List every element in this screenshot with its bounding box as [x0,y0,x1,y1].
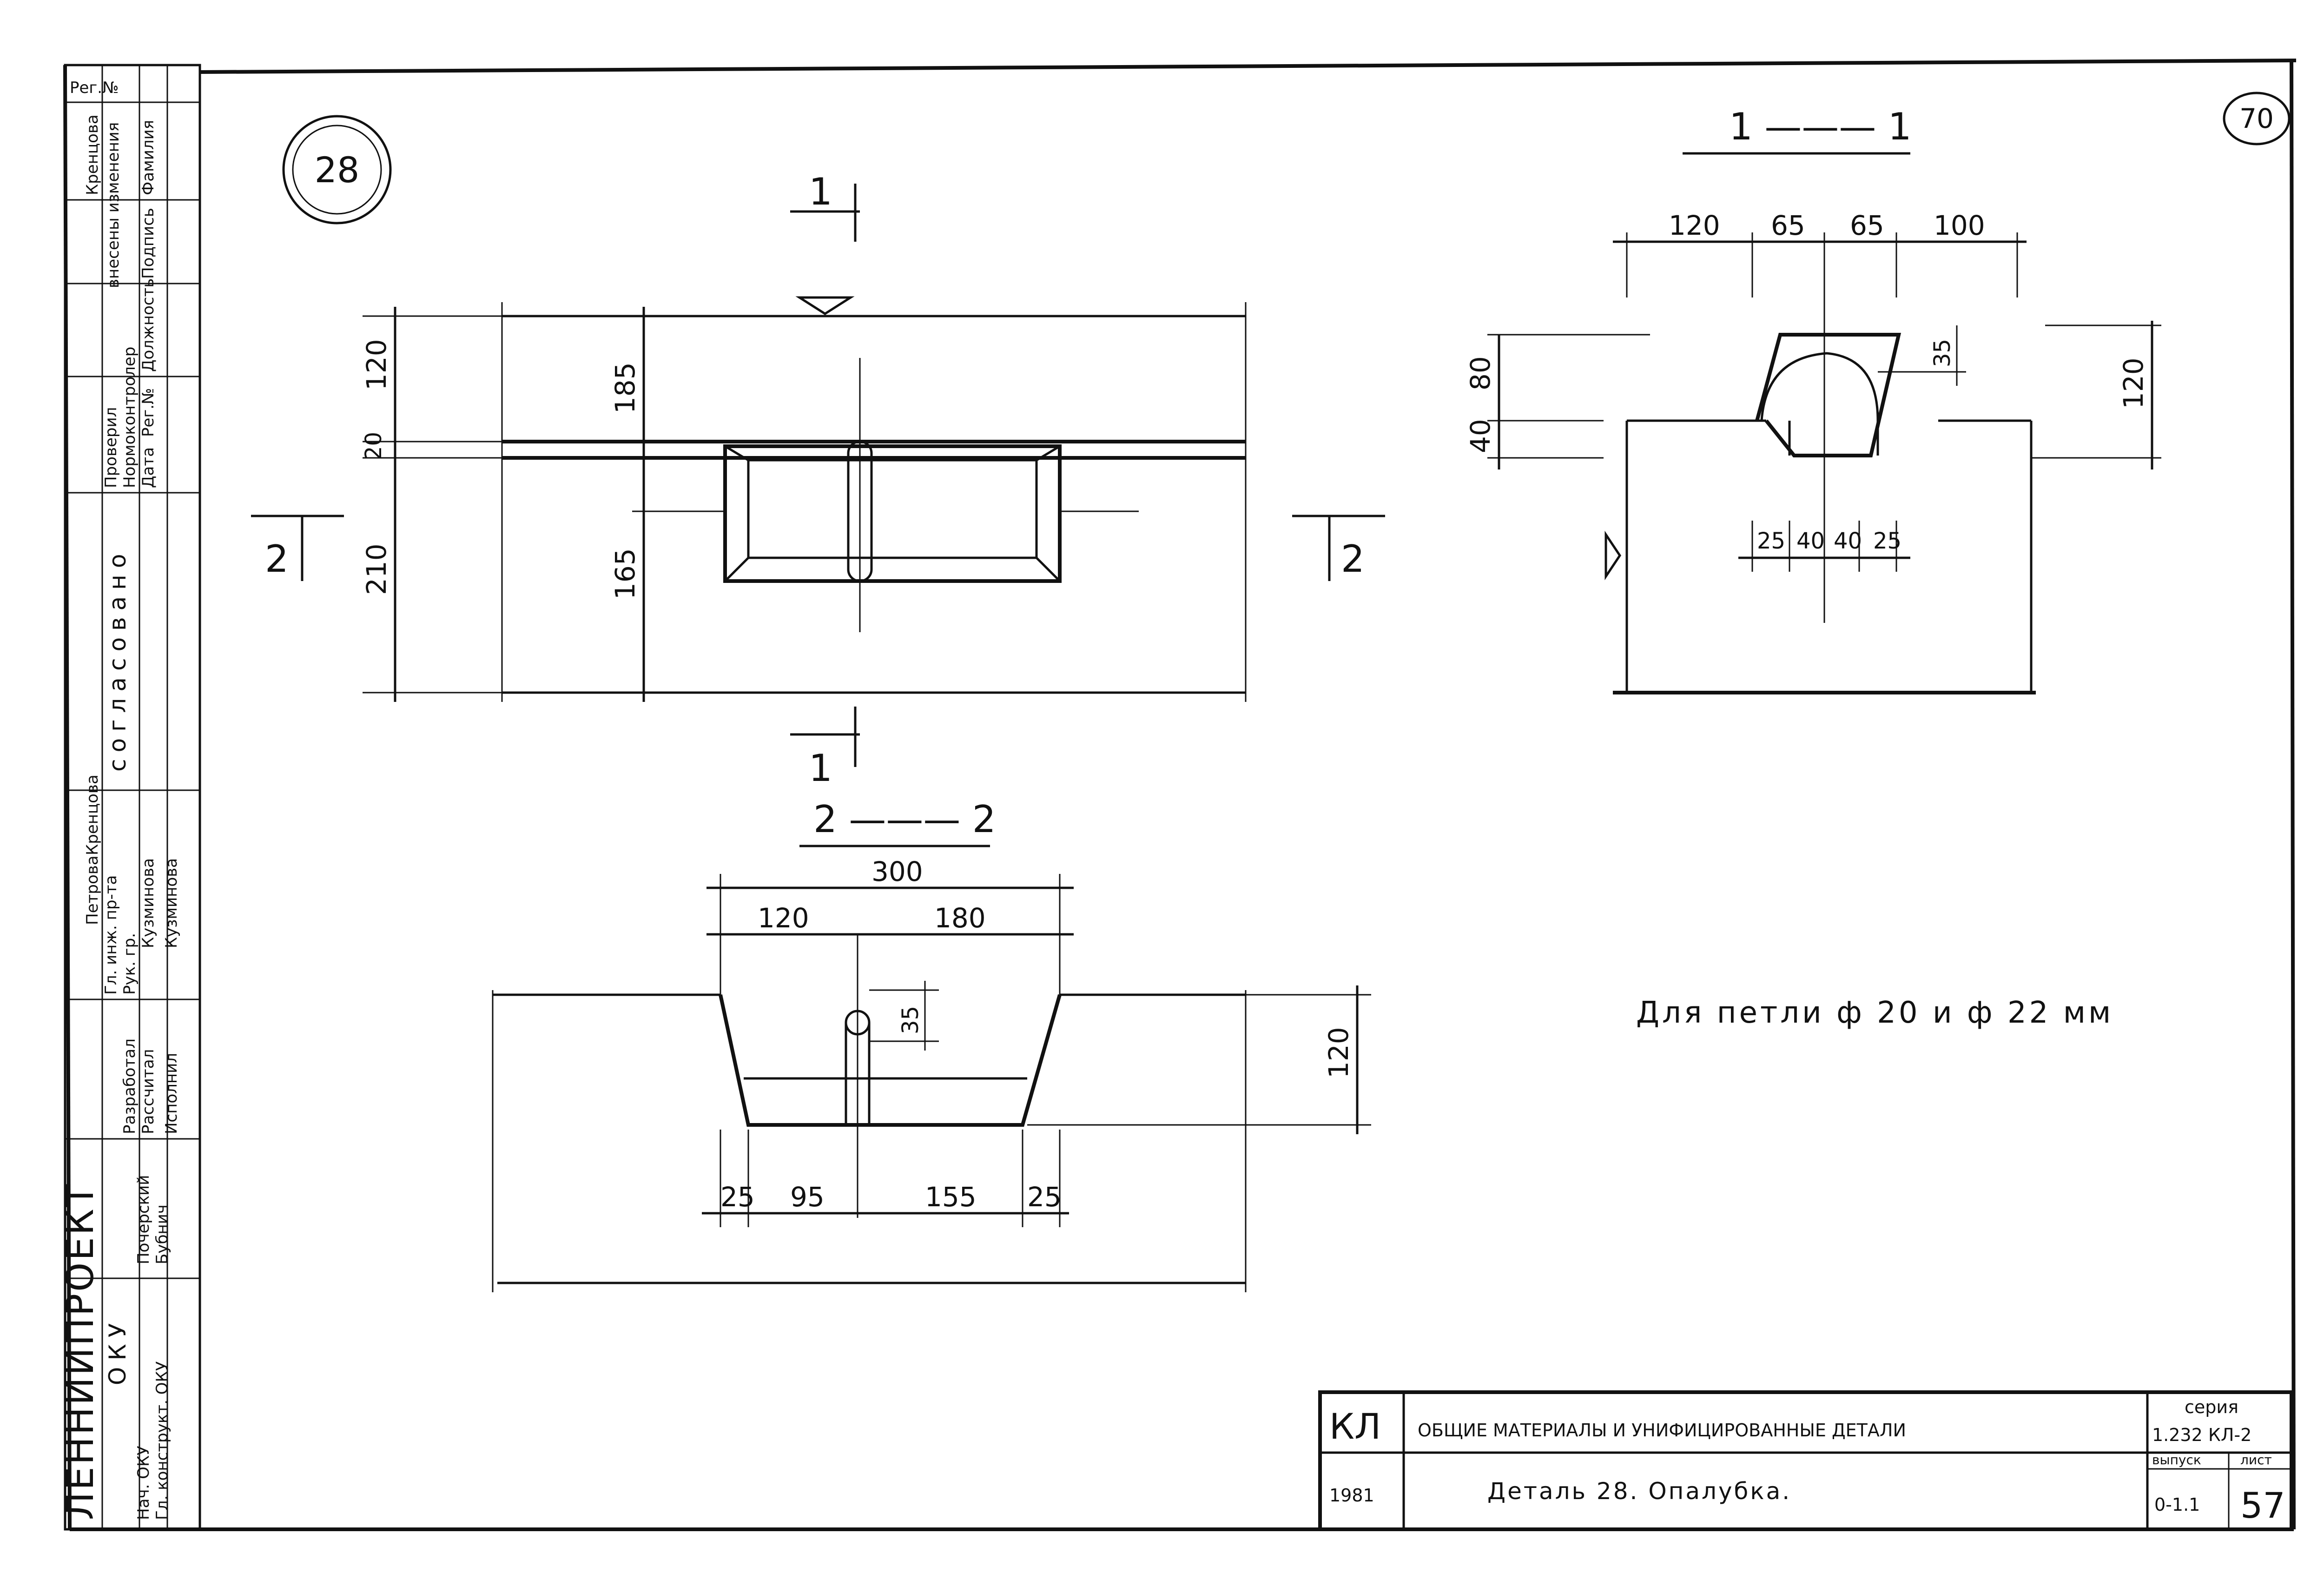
role-executed: Исполнил [162,1053,181,1134]
role-chief-designer: Гл. конструкт. ОКУ [153,1361,172,1520]
title-subject: ОБЩИЕ МАТЕРИАЛЫ И УНИФИЦИРОВАННЫЕ ДЕТАЛИ [1418,1420,1906,1441]
signature-name-5: Кузминова [162,858,181,948]
signature-name-7: Бубнич [153,1204,172,1264]
s11-dim-bot-40a: 40 [1796,528,1825,554]
change-col-reg: Рег.№ [139,388,158,437]
cut-1-top: 1 [809,170,832,213]
s11-dim-top-100: 100 [1934,210,1985,241]
section-1-1: 1 ——— 1 120 65 65 100 80 40 120 [1465,105,2161,694]
signature-name-2: Кренцова [83,774,102,855]
sheet-frame [63,59,2297,1531]
s11-dim-bot-25b: 25 [1873,528,1901,554]
cut-2-left: 2 [265,537,289,581]
s11-dim-left-80: 80 [1465,356,1496,390]
signature-name-3: Кренцова [83,114,102,195]
title-series-label: серия [2185,1397,2238,1417]
title-block: КЛ 1981 ОБЩИЕ МАТЕРИАЛЫ И УНИФИЦИРОВАННЫ… [1318,1390,2293,1531]
role-developed: Разработал [120,1038,139,1134]
role-head-oku: Нач. ОКУ [134,1446,153,1520]
title-sheet-value: 57 [2240,1485,2285,1526]
role-checked: Проверил [102,407,120,488]
s22-dim-slot-35: 35 [898,1006,924,1034]
s22-dim-bot-25a: 25 [720,1181,755,1213]
section-1-1-title: 1 ——— 1 [1729,105,1912,148]
sheet-stamp-number: 70 [2239,103,2274,134]
role-chief-engineer: Гл. инж. пр-та [102,875,120,995]
title-issue-label: выпуск [2152,1452,2201,1467]
plan-dim-210: 210 [361,543,392,595]
s11-dim-top-120: 120 [1669,210,1720,241]
role-calculated: Рассчитал [139,1049,158,1134]
plan-dim-165: 165 [609,548,641,600]
s22-dim-bot-95: 95 [790,1181,825,1213]
signature-name-4: Кузминова [139,858,158,948]
signature-name-6: Почерский [134,1175,153,1264]
title-series-value: 1.232 КЛ-2 [2152,1425,2251,1445]
reg-number-label: Рег.№ [70,79,119,97]
title-sheet-title: Деталь 28. Опалубка. [1487,1478,1791,1505]
s22-dim-bot-155: 155 [925,1181,977,1213]
change-col-date: Дата [139,447,158,488]
plan-view: 1 1 2 2 120 20 210 185 165 [251,170,1385,790]
signature-name-1: Петрова [83,855,102,925]
s11-dim-top-65a: 65 [1771,210,1805,241]
role-norm-control: Нормоконтролер [120,347,139,488]
department-name: ОКУ [104,1317,131,1385]
changes-label: внесены изменения [104,122,123,288]
s22-dim-top-180: 180 [934,902,986,934]
plan-dim-185: 185 [609,362,641,414]
agreed-label: согласовано [104,548,131,772]
change-col-surname: Фамилия [139,120,158,195]
title-sheet-label: лист [2240,1452,2272,1467]
cut-2-right: 2 [1341,537,1365,581]
section-2-2-title: 2 ——— 2 [813,798,996,841]
detail-number: 28 [315,149,360,191]
detail-number-badge: 28 [282,115,392,225]
s22-dim-bot-25b: 25 [1027,1181,1062,1213]
change-col-signature: Подпись [139,208,158,279]
s11-dim-right-120: 120 [2118,357,2149,409]
s22-dim-top-120: 120 [758,902,809,934]
change-col-position: Должность [139,278,158,372]
s22-dim-total-300: 300 [872,856,923,887]
title-year: 1981 [1329,1485,1374,1506]
s11-dim-slot-35: 35 [1929,339,1955,367]
organization-name: ЛЕННИИПРОЕКТ [59,1183,102,1520]
s22-dim-right-120: 120 [1323,1027,1354,1078]
sheet-stamp: 70 [2223,92,2291,145]
section-2-2: 2 ——— 2 300 120 180 35 120 [492,798,1371,1292]
s11-dim-top-65b: 65 [1850,210,1884,241]
drawing-note: Для петли ф 20 и ф 22 мм [1636,996,2113,1030]
plan-dim-120: 120 [361,339,392,390]
plan-dim-20: 20 [361,432,387,460]
title-code: КЛ [1329,1406,1381,1447]
s11-dim-left-40: 40 [1465,419,1496,453]
title-issue-value: 0-1.1 [2154,1494,2200,1515]
s11-dim-bot-40b: 40 [1834,528,1862,554]
cut-1-bottom: 1 [809,747,832,790]
side-block: Рег.№ ЛЕННИИПРОЕКТ ОКУ согласовано внесе… [59,64,201,1531]
role-group-lead: Рук. гр. [120,933,139,995]
s11-dim-bot-25a: 25 [1757,528,1785,554]
